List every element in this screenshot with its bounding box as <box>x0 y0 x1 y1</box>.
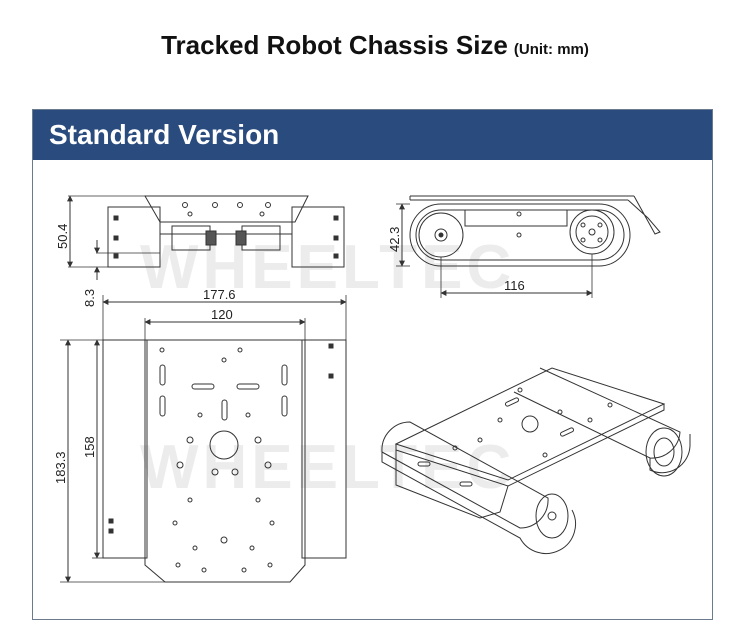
title-text: Tracked Robot Chassis Size <box>161 30 508 60</box>
side-view <box>396 195 661 298</box>
dim-side-wheelbase: 116 <box>504 278 525 293</box>
dim-side-height: 42.3 <box>387 227 402 252</box>
front-view <box>67 195 345 280</box>
top-view <box>60 295 347 583</box>
dim-top-plate-length: 158 <box>82 436 97 458</box>
page-title: Tracked Robot Chassis Size (Unit: mm) <box>0 30 750 61</box>
dim-top-outer-width: 177.6 <box>203 287 236 302</box>
panel-header: Standard Version <box>33 110 712 160</box>
dim-top-outer-length: 183.3 <box>53 451 68 484</box>
dim-front-clearance: 8.3 <box>82 289 97 307</box>
unit-label: (Unit: mm) <box>513 41 589 58</box>
isometric-view <box>381 367 691 555</box>
dim-front-height: 50.4 <box>55 224 70 249</box>
dim-top-plate-width: 120 <box>211 307 233 322</box>
